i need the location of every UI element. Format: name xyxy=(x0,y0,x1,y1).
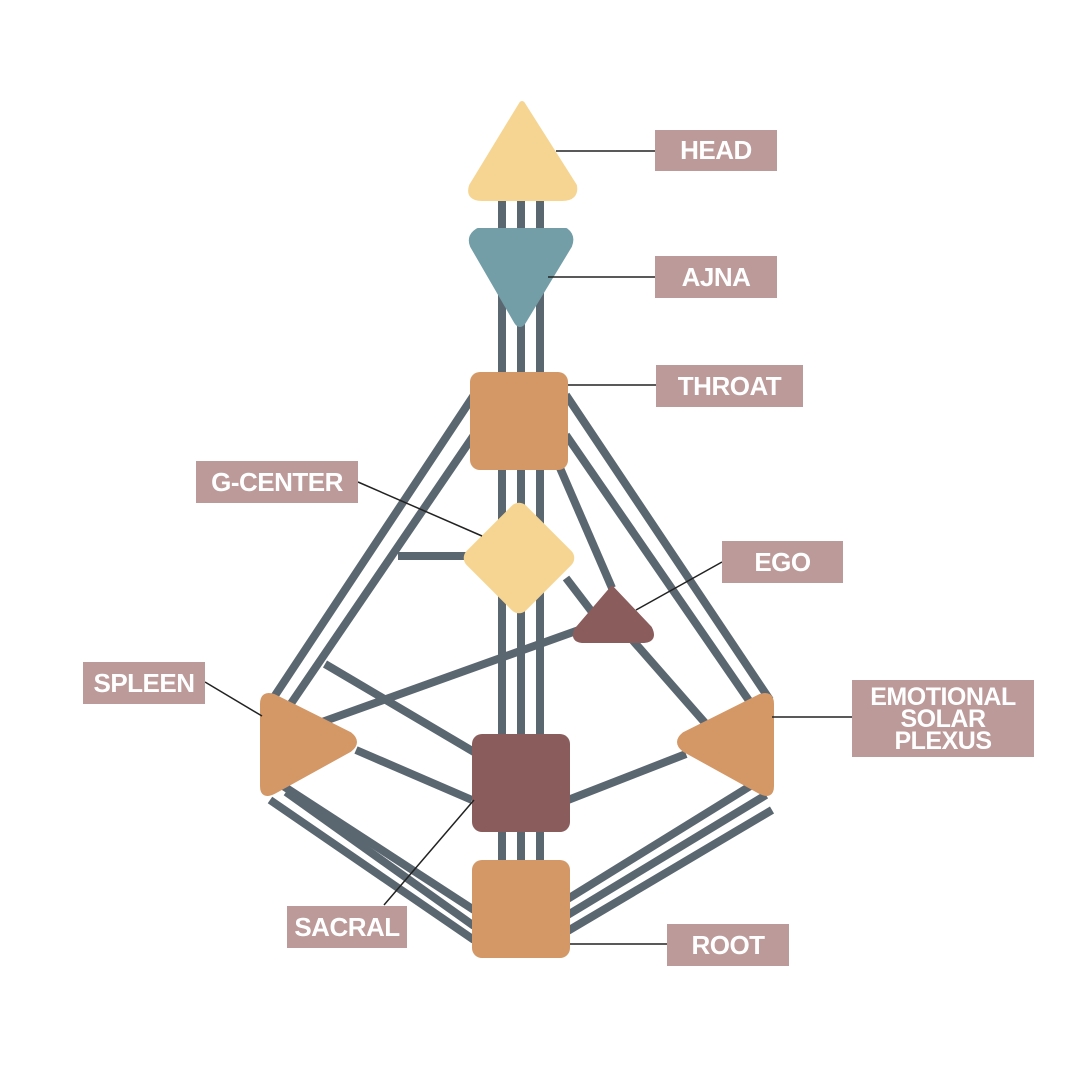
throat-center xyxy=(470,372,568,470)
solar-plexus-root-channel-3 xyxy=(563,806,775,936)
head-center xyxy=(468,101,578,201)
spleen-root-channel-1 xyxy=(271,776,477,914)
solar-plexus-root-channel-2 xyxy=(563,791,769,920)
solar-plexus-sacral-channel xyxy=(566,750,688,804)
spleen-sacral-channel-1 xyxy=(322,660,477,756)
solar-plexus-label-line-2: SOLAR xyxy=(900,704,987,733)
throat-spleen-channel-2 xyxy=(286,432,478,708)
spleen-center xyxy=(260,693,357,796)
leader-lines xyxy=(204,150,852,945)
spleen-leader-line xyxy=(204,681,263,717)
sacral-leader-line xyxy=(383,799,475,906)
spleen-root-channel-2 xyxy=(283,788,477,930)
solar-plexus-root-channel-1 xyxy=(563,776,763,904)
solar-plexus-label-line-3: PLEXUS xyxy=(894,726,992,755)
ego-label: EGO xyxy=(722,541,843,583)
solar-plexus-label-line-1: EMOTIONAL xyxy=(870,682,1016,711)
throat-label: THROAT xyxy=(656,365,803,407)
g-center-ego-channel xyxy=(562,575,596,615)
ego-center xyxy=(572,586,654,643)
throat-spleen-channel-1 xyxy=(268,392,478,703)
spleen-label: SPLEEN xyxy=(83,662,205,704)
spleen-sacral-channel-2 xyxy=(354,746,474,804)
g-center-leader-line xyxy=(357,481,483,537)
throat-solar-plexus-channel-2 xyxy=(562,432,756,708)
ego-leader-line xyxy=(635,561,723,611)
spleen-root-channel-3 xyxy=(267,796,477,944)
centers xyxy=(260,101,774,958)
head-label: HEAD xyxy=(655,130,777,171)
root-label: ROOT xyxy=(667,924,789,966)
throat-solar-plexus-channel-1 xyxy=(562,392,774,703)
sacral-center xyxy=(472,734,570,832)
ajna-center xyxy=(468,228,574,327)
throat-ego-channel xyxy=(556,466,616,590)
g-center xyxy=(463,502,575,614)
sacral-label: SACRAL xyxy=(287,906,407,948)
solar-plexus-label: EMOTIONAL SOLAR PLEXUS xyxy=(852,680,1034,757)
g-center-label: G-CENTER xyxy=(196,461,358,503)
channels xyxy=(267,198,775,944)
root-center xyxy=(472,860,570,958)
solar-plexus-center xyxy=(677,693,774,796)
spleen-ego-channel xyxy=(320,622,592,726)
ego-solar-plexus-channel xyxy=(624,632,710,727)
ajna-label: AJNA xyxy=(655,256,777,298)
